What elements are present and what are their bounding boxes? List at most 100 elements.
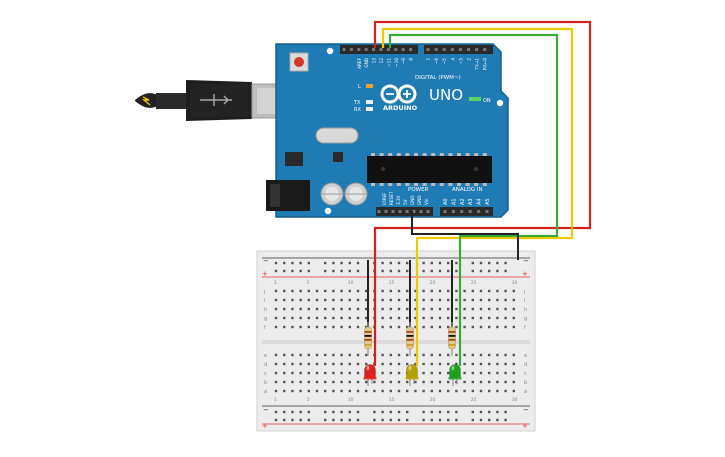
breadboard-hole[interactable] (340, 269, 343, 273)
green-wire[interactable] (388, 33, 559, 366)
breadboard-hole[interactable] (397, 289, 401, 293)
breadboard-hole[interactable] (422, 298, 425, 302)
breadboard-hole[interactable] (356, 353, 360, 357)
breadboard-hole[interactable] (447, 289, 450, 293)
breadboard-hole[interactable] (332, 289, 335, 293)
breadboard-hole[interactable] (307, 353, 310, 357)
breadboard-hole[interactable] (299, 289, 302, 293)
breadboard-hole[interactable] (504, 410, 507, 414)
breadboard-hole[interactable] (291, 289, 294, 293)
breadboard-hole[interactable] (496, 261, 499, 265)
breadboard-hole[interactable] (324, 380, 327, 384)
breadboard-hole[interactable] (512, 380, 515, 384)
breadboard-hole[interactable] (381, 418, 384, 422)
breadboard-hole[interactable] (324, 362, 327, 366)
breadboard-hole[interactable] (373, 410, 376, 414)
header-pin[interactable] (468, 210, 472, 213)
breadboard-hole[interactable] (397, 380, 401, 384)
breadboard-hole[interactable] (340, 380, 343, 384)
red-led[interactable] (363, 364, 377, 387)
breadboard-hole[interactable] (414, 362, 417, 366)
breadboard-hole[interactable] (406, 316, 409, 320)
header-pin[interactable] (391, 210, 395, 213)
breadboard-hole[interactable] (356, 316, 360, 320)
breadboard-hole[interactable] (365, 353, 368, 357)
breadboard-hole[interactable] (291, 325, 294, 329)
breadboard-hole[interactable] (463, 289, 466, 293)
breadboard-hole[interactable] (496, 362, 499, 366)
breadboard-hole[interactable] (512, 353, 515, 357)
breadboard-hole[interactable] (488, 362, 491, 366)
breadboard-hole[interactable] (488, 325, 491, 329)
breadboard-hole[interactable] (471, 325, 474, 329)
breadboard-hole[interactable] (406, 269, 409, 273)
breadboard-hole[interactable] (299, 380, 302, 384)
breadboard-hole[interactable] (389, 380, 392, 384)
breadboard-hole[interactable] (381, 353, 384, 357)
breadboard-hole[interactable] (496, 269, 499, 273)
breadboard-hole[interactable] (447, 298, 450, 302)
breadboard-hole[interactable] (315, 389, 319, 393)
breadboard-hole[interactable] (438, 261, 442, 265)
breadboard-hole[interactable] (430, 261, 433, 265)
breadboard-hole[interactable] (332, 316, 335, 320)
breadboard-hole[interactable] (438, 380, 442, 384)
breadboard-hole[interactable] (447, 362, 450, 366)
red-wire[interactable] (373, 20, 592, 366)
breadboard-hole[interactable] (340, 298, 343, 302)
breadboard-hole[interactable] (307, 371, 310, 375)
breadboard-hole[interactable] (488, 307, 491, 311)
breadboard-hole[interactable] (274, 418, 278, 422)
breadboard-hole[interactable] (397, 371, 401, 375)
breadboard-hole[interactable] (397, 298, 401, 302)
breadboard-hole[interactable] (430, 418, 433, 422)
breadboard-hole[interactable] (291, 353, 294, 357)
breadboard-hole[interactable] (324, 418, 327, 422)
breadboard-hole[interactable] (471, 289, 474, 293)
breadboard-hole[interactable] (356, 298, 360, 302)
breadboard-hole[interactable] (438, 410, 442, 414)
breadboard-hole[interactable] (365, 307, 368, 311)
breadboard-hole[interactable] (504, 289, 507, 293)
breadboard-hole[interactable] (455, 269, 458, 273)
breadboard-hole[interactable] (463, 307, 466, 311)
header-pin[interactable] (386, 48, 390, 51)
breadboard-hole[interactable] (430, 325, 433, 329)
header-pin[interactable] (398, 210, 402, 213)
breadboard-hole[interactable] (406, 410, 409, 414)
breadboard-hole[interactable] (324, 298, 327, 302)
breadboard-hole[interactable] (447, 410, 450, 414)
breadboard-hole[interactable] (504, 269, 507, 273)
breadboard-hole[interactable] (479, 325, 483, 329)
breadboard-hole[interactable] (430, 371, 433, 375)
breadboard-hole[interactable] (340, 307, 343, 311)
header-pin[interactable] (467, 48, 470, 51)
breadboard-hole[interactable] (488, 261, 491, 265)
breadboard-hole[interactable] (488, 371, 491, 375)
breadboard-hole[interactable] (389, 307, 392, 311)
breadboard-hole[interactable] (324, 410, 327, 414)
breadboard-hole[interactable] (283, 371, 286, 375)
breadboard-hole[interactable] (332, 298, 335, 302)
breadboard-hole[interactable] (471, 298, 474, 302)
breadboard-hole[interactable] (365, 380, 368, 384)
breadboard-hole[interactable] (422, 307, 425, 311)
breadboard-hole[interactable] (455, 298, 458, 302)
breadboard-hole[interactable] (422, 380, 425, 384)
breadboard-hole[interactable] (471, 261, 474, 265)
breadboard-hole[interactable] (479, 410, 483, 414)
breadboard-hole[interactable] (488, 410, 491, 414)
breadboard-hole[interactable] (299, 325, 302, 329)
breadboard-hole[interactable] (438, 316, 442, 320)
header-pin[interactable] (419, 210, 423, 213)
breadboard-hole[interactable] (463, 371, 466, 375)
breadboard-hole[interactable] (274, 389, 278, 393)
header-pin[interactable] (409, 48, 413, 51)
breadboard-hole[interactable] (324, 353, 327, 357)
breadboard-hole[interactable] (471, 410, 474, 414)
breadboard-hole[interactable] (512, 307, 515, 311)
breadboard-hole[interactable] (463, 389, 466, 393)
breadboard-hole[interactable] (406, 261, 409, 265)
